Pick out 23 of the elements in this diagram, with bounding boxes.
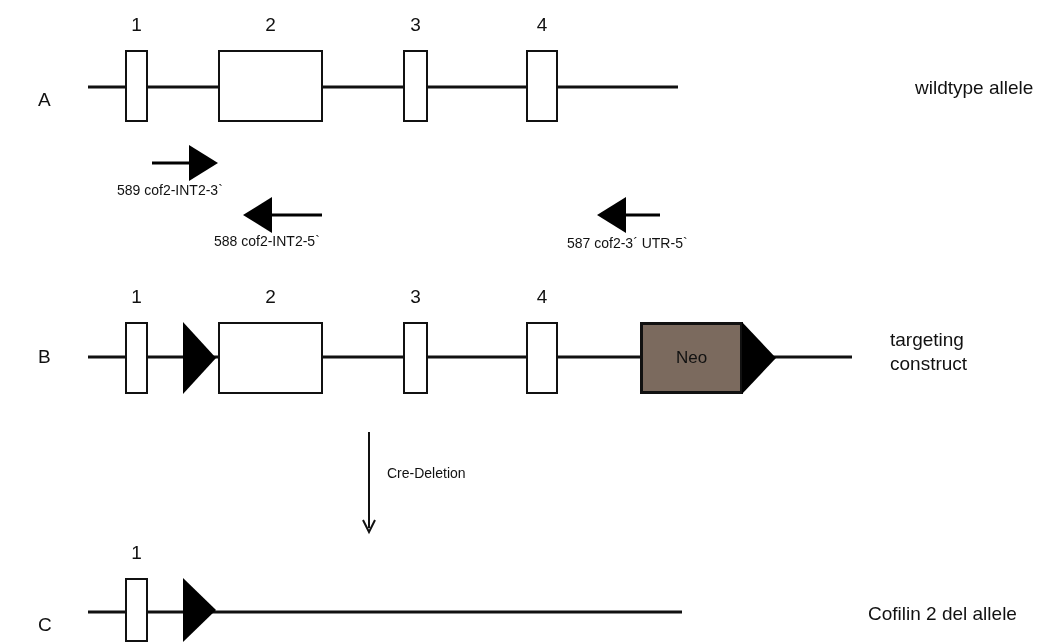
loxp-triangle bbox=[183, 322, 216, 394]
exon-number: 2 bbox=[265, 286, 276, 308]
exon-number: 4 bbox=[536, 14, 548, 36]
row-letter: C bbox=[38, 614, 52, 636]
exon-number: 3 bbox=[410, 286, 421, 308]
row-letter: A bbox=[38, 89, 51, 111]
row-letter: B bbox=[38, 346, 51, 368]
allele-caption: wildtype allele bbox=[915, 77, 1034, 99]
exon-number: 2 bbox=[265, 14, 276, 36]
allele-caption: targeting construct bbox=[890, 328, 969, 376]
neo-cassette-box: Neo bbox=[640, 322, 743, 394]
loxp-triangle bbox=[183, 578, 216, 642]
allele-caption: Cofilin 2 del allele bbox=[868, 603, 1017, 625]
exon-number: 1 bbox=[131, 542, 142, 564]
primer-label: 589 cof2-INT2-3` bbox=[117, 182, 223, 198]
step-label: Cre-Deletion bbox=[387, 465, 466, 481]
exon-number: 1 bbox=[131, 14, 142, 36]
primer-label: 588 cof2-INT2-5` bbox=[214, 233, 320, 249]
exon-number: 1 bbox=[131, 286, 142, 308]
loxp-triangle bbox=[742, 322, 776, 394]
exon-number: 4 bbox=[536, 286, 548, 308]
primer-label: 587 cof2-3´ UTR-5` bbox=[567, 235, 688, 251]
exon-number: 3 bbox=[410, 14, 421, 36]
